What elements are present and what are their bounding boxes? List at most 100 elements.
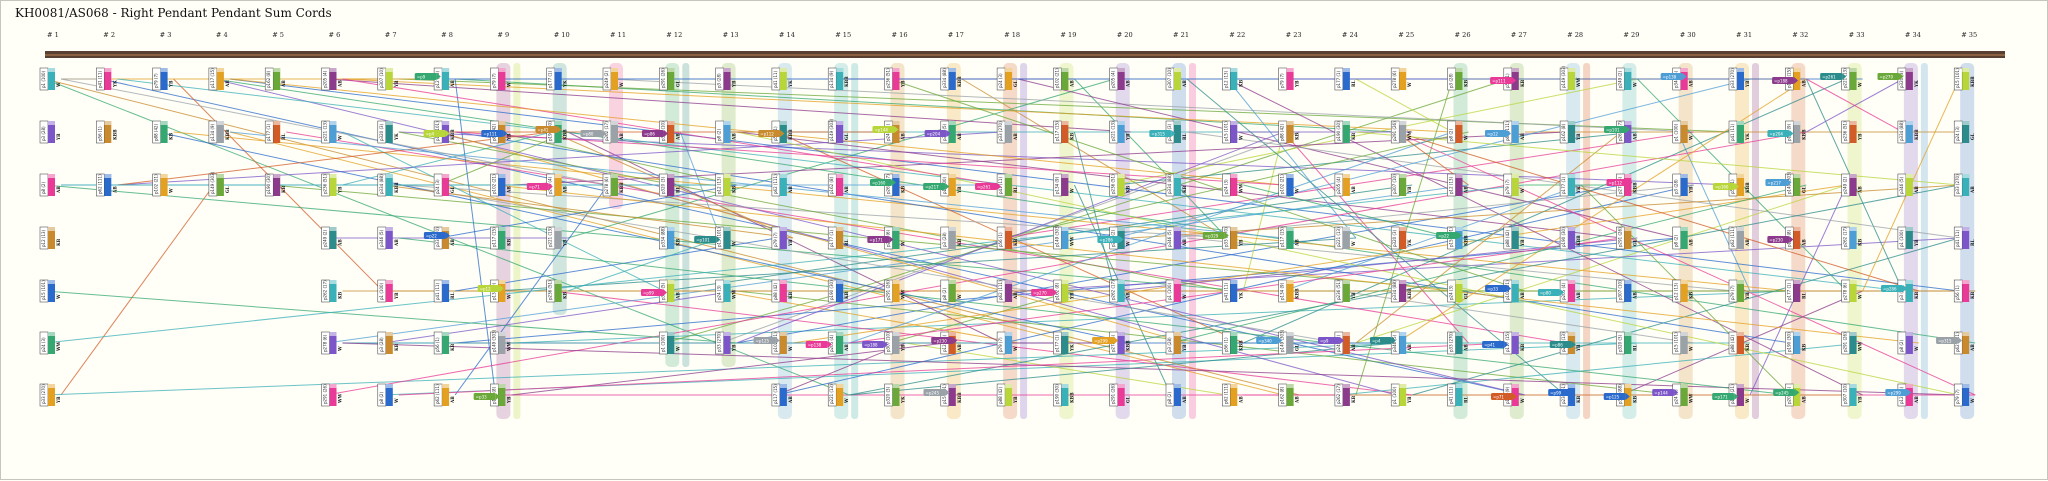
pendant-cord[interactable]: p190 (30)KB: [264, 173, 286, 197]
pendant-cord[interactable]: p262 (17)AB: [1109, 279, 1131, 303]
sum-badge[interactable]: =p86: [1549, 341, 1576, 348]
sum-badge[interactable]: =p4: [1369, 337, 1396, 344]
sum-badge[interactable]: =p160: [869, 179, 896, 186]
sum-badge[interactable]: =p101: [694, 236, 721, 243]
pendant-cord[interactable]: p117 (15)AB: [771, 383, 793, 407]
pendant-cord[interactable]: p262 (17)KB: [1841, 226, 1863, 250]
pendant-cord[interactable]: p3 (28)KB: [940, 226, 962, 250]
pendant-cord[interactable]: p3 (28)YB: [715, 67, 737, 91]
sum-badge[interactable]: =p188: [1772, 77, 1799, 84]
pendant-cord[interactable]: p8 (2)AB: [1672, 226, 1694, 250]
pendant-cord[interactable]: p33 (270)YB: [715, 331, 737, 355]
pendant-cord[interactable]: p79 (7)W: [996, 331, 1018, 355]
pendant-cord[interactable]: p1 (100)YB: [1390, 383, 1412, 407]
pendant-cord[interactable]: p33 (270)YB: [1728, 67, 1750, 91]
sum-badge[interactable]: =p33: [1485, 285, 1512, 292]
pendant-cord[interactable]: p334 (88)KBB: [377, 173, 399, 197]
pendant-cord[interactable]: p8 (2)AB: [39, 173, 61, 197]
pendant-cord[interactable]: p177 (1)YK: [1053, 331, 1074, 355]
sum-badge[interactable]: =p112: [758, 130, 785, 137]
sum-badge[interactable]: =p41: [1482, 341, 1509, 348]
pendant-cord[interactable]: p3 (28)YB: [1165, 331, 1187, 355]
sum-badge[interactable]: =p125: [753, 337, 780, 344]
pendant-cord[interactable]: p8 (2)W: [940, 279, 962, 303]
sum-badge[interactable]: =p112: [1606, 179, 1633, 186]
pendant-cord[interactable]: p177 (1)RL: [1334, 67, 1356, 91]
pendant-cord[interactable]: p249 (2)W: [602, 67, 624, 91]
pendant-cord[interactable]: p236 (51)YB: [1841, 120, 1863, 144]
pendant-cord[interactable]: p3 (28)KB: [1447, 67, 1469, 91]
pendant-cord[interactable]: p134 (9)KBB: [1278, 279, 1300, 303]
pendant-cord[interactable]: p33 (270)YB: [39, 383, 61, 407]
sum-badge[interactable]: =p160: [1712, 183, 1739, 190]
pendant-cord[interactable]: p320 (3)YK: [1390, 226, 1412, 250]
pendant-cord[interactable]: p79 (7)W: [1953, 383, 1975, 407]
pendant-cord[interactable]: p291 (26)GL: [659, 67, 680, 91]
pendant-cord[interactable]: p41 (11)RL: [1447, 383, 1469, 407]
pendant-cord[interactable]: p8 (2)AB: [1165, 383, 1187, 407]
pendant-cord[interactable]: p24 (3)GL: [1953, 120, 1975, 144]
sum-badge[interactable]: =p261: [1820, 73, 1847, 80]
pendant-cord[interactable]: p177 (1)YK: [546, 67, 568, 91]
pendant-cord[interactable]: p62 (111)AB: [433, 383, 455, 407]
pendant-cord[interactable]: p278 (6)W: [321, 331, 343, 355]
pendant-cord[interactable]: p79 (7)YB: [1278, 67, 1300, 91]
pendant-cord[interactable]: p8 (2)W: [377, 383, 399, 407]
pendant-cord[interactable]: p41 (11)YK: [96, 67, 117, 91]
pendant-cord[interactable]: p62 (111)AB: [996, 279, 1018, 303]
pendant-cord[interactable]: p205 (4)AB: [1334, 173, 1356, 197]
pendant-cord[interactable]: p117 (15)KB: [490, 226, 511, 250]
pendant-cord[interactable]: p221 (13)W: [321, 120, 343, 144]
pendant-cord[interactable]: p221 (13)YB: [1109, 120, 1131, 144]
pendant-cord[interactable]: p12 (13)KB: [1222, 67, 1243, 91]
pendant-cord[interactable]: p8 (2)W: [1447, 120, 1469, 144]
pendant-cord[interactable]: p205 (4)AB: [1109, 67, 1131, 91]
pendant-cord[interactable]: p236 (51)KB: [546, 279, 568, 303]
sum-badge[interactable]: =p286: [1097, 236, 1124, 243]
pendant-cord[interactable]: p307 (10)YB: [1390, 173, 1412, 197]
pendant-cord[interactable]: p221 (13)W: [827, 383, 849, 407]
pendant-cord[interactable]: p12 (13)AB: [1447, 173, 1469, 197]
pendant-cord[interactable]: p79 (7)YB: [152, 67, 174, 91]
sum-badge[interactable]: =p41: [535, 126, 562, 133]
pendant-cord[interactable]: p278 (6)KBB: [602, 173, 624, 197]
pendant-cord[interactable]: p190 (30)KB: [1334, 120, 1356, 144]
pendant-cord[interactable]: p24 (3)GL: [996, 67, 1018, 91]
pendant-cord[interactable]: p262 (17)KB: [321, 279, 343, 303]
pendant-cord[interactable]: p24 (3)GL: [433, 173, 455, 197]
pendant-cord[interactable]: p291 (26)GL: [1616, 226, 1637, 250]
pendant-cord[interactable]: p62 (111)AB: [1728, 226, 1750, 250]
pendant-cord[interactable]: p162 (8)AB: [1278, 383, 1300, 407]
sum-badge[interactable]: =p111: [1490, 77, 1517, 84]
pendant-cord[interactable]: p102 (21)AB: [490, 173, 511, 197]
pendant-cord[interactable]: p1 (100)YB: [1897, 226, 1919, 250]
pendant-cord[interactable]: p249 (2)AB: [1841, 173, 1863, 197]
pendant-cord[interactable]: p177 (1)YK: [1559, 173, 1581, 197]
sum-badge[interactable]: =p340: [1256, 337, 1283, 344]
pendant-cord[interactable]: p33 (270)AB: [996, 120, 1018, 144]
pendant-cord[interactable]: p88 (42)YB: [996, 383, 1018, 407]
sum-badge[interactable]: =p171: [1712, 393, 1739, 400]
pendant-cord[interactable]: p102 (21)W: [1278, 173, 1300, 197]
pendant-cord[interactable]: p190 (30)KB: [827, 279, 849, 303]
sum-badge[interactable]: =p217: [1765, 179, 1792, 186]
pendant-cord[interactable]: p24 (3)GL: [1447, 279, 1469, 303]
pendant-cord[interactable]: p177 (1)RL: [827, 226, 849, 250]
sum-badge[interactable]: =p111: [481, 130, 508, 137]
sum-badge[interactable]: =p245: [1773, 389, 1800, 396]
pendant-cord[interactable]: p134 (9)KBB: [827, 67, 849, 91]
sum-badge[interactable]: =p125: [1603, 393, 1630, 400]
pendant-cord[interactable]: p79 (7)W: [490, 67, 511, 91]
sum-badge[interactable]: =p86: [641, 130, 668, 137]
pendant-cord[interactable]: p56 (1)KBB: [1222, 331, 1243, 355]
pendant-cord[interactable]: p190 (30)KBB: [1559, 226, 1581, 250]
pendant-cord[interactable]: p15 (101)W: [1222, 120, 1243, 144]
pendant-cord[interactable]: p1 (100)W: [1672, 120, 1694, 144]
sum-badge[interactable]: =p99: [1548, 389, 1575, 396]
pendant-cord[interactable]: p190 (30)KBB: [1053, 383, 1074, 407]
pendant-cord[interactable]: p320 (3)YK: [377, 120, 399, 144]
pendant-cord[interactable]: p3 (28)KB: [377, 331, 399, 355]
sum-badge[interactable]: =p270: [1877, 73, 1904, 80]
pendant-cord[interactable]: p3 (28)YB: [1672, 173, 1694, 197]
pendant-cord[interactable]: p205 (4)AB: [321, 67, 343, 91]
